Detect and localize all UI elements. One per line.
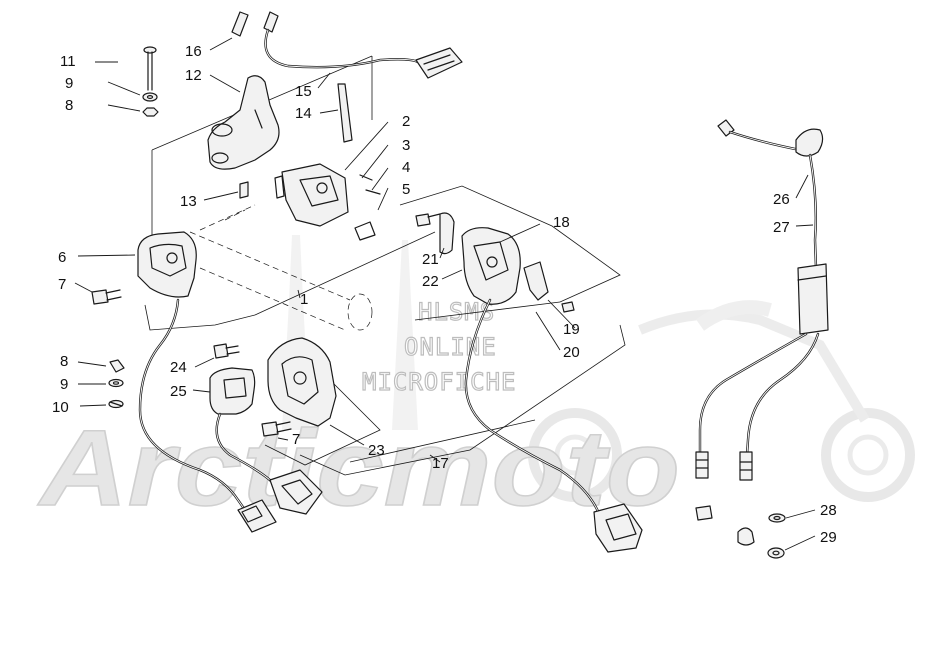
handlebar-tube-1 [189, 204, 373, 331]
callout-1: 1 [300, 291, 308, 308]
pin-14 [319, 83, 353, 143]
callout-6: 6 [58, 249, 66, 266]
watermark-brand: Arcticmoto [37, 407, 680, 528]
block-13 [203, 181, 249, 201]
throttle-lever [207, 74, 280, 170]
screw-24 [194, 343, 240, 368]
callout-24: 24 [170, 359, 187, 376]
callout-8: 8 [65, 97, 73, 114]
callout-11: 11 [60, 53, 76, 70]
small-parts-28-29 [737, 509, 816, 559]
callout-22: 22 [422, 273, 439, 290]
bolt-stack-top [95, 46, 159, 117]
callout-10: 10 [52, 399, 69, 416]
callout-9: 9 [65, 75, 73, 92]
callout-29: 29 [820, 529, 837, 546]
callout-2: 2 [402, 113, 410, 130]
callout-8-lower: 8 [60, 353, 68, 370]
callout-7-lower: 7 [292, 431, 300, 448]
callout-14: 14 [295, 105, 312, 122]
brake-wire-17 [429, 298, 643, 553]
callout-19: 19 [563, 321, 580, 338]
callout-16: 16 [185, 43, 202, 60]
callout-20: 20 [563, 344, 580, 361]
callout-27: 27 [773, 219, 790, 236]
assembly-outlines [144, 55, 626, 476]
callout-7: 7 [58, 276, 66, 293]
switch-25 [192, 367, 323, 515]
wire-harness-15 [264, 28, 463, 89]
hardware-stack-lower [77, 359, 125, 409]
callout-13: 13 [180, 193, 197, 210]
screw-7b [261, 421, 292, 441]
callout-12: 12 [185, 67, 202, 84]
watermark-line-3: MICROFICHE [362, 368, 517, 396]
callout-5: 5 [402, 181, 410, 198]
screw-7a [74, 282, 122, 305]
brake-switch-18 [415, 212, 576, 351]
switch-housing-2 [274, 121, 389, 241]
throttle-wire [138, 298, 277, 533]
callout-28: 28 [820, 502, 837, 519]
tower-watermark-icon [392, 240, 418, 430]
callout-18: 18 [553, 214, 570, 231]
callout-23: 23 [368, 442, 385, 459]
callout-labels: 11 9 8 16 12 15 14 2 3 4 5 13 6 7 1 18 2… [52, 43, 837, 546]
motorcycle-watermark-icon [528, 300, 915, 502]
sensor-cable-26-27 [695, 119, 829, 521]
callout-25: 25 [170, 383, 187, 400]
throttle-housing-6 [77, 231, 197, 298]
callout-3: 3 [402, 137, 410, 154]
callout-15: 15 [295, 83, 312, 100]
callout-9-lower: 9 [60, 376, 68, 393]
housing-23 [267, 337, 365, 446]
callout-21: 21 [422, 251, 439, 268]
callout-26: 26 [773, 191, 790, 208]
watermark-line-2: ONLINE [404, 333, 497, 361]
connector-16 [209, 11, 279, 51]
callout-17: 17 [432, 455, 449, 472]
callout-4: 4 [402, 159, 410, 176]
